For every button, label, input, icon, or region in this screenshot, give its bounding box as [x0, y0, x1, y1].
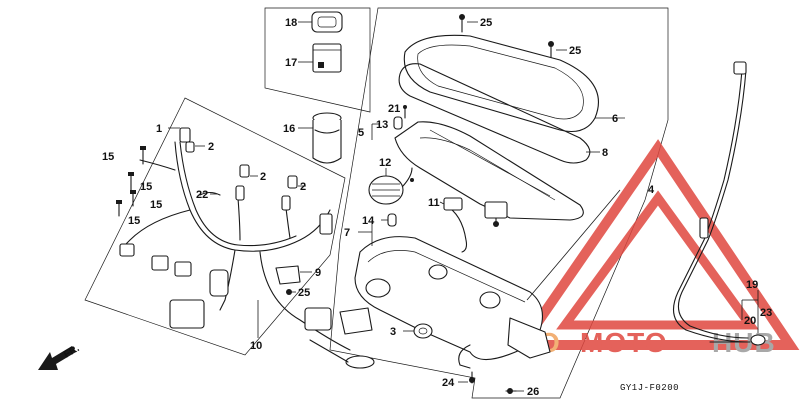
harness-connector-10 — [174, 261, 192, 277]
callout-15d: 15 — [102, 151, 114, 163]
harness-connector-8 — [119, 243, 135, 257]
callout-labels: 18 17 16 25 25 6 8 4 21 13 5 12 11 14 7 … — [102, 17, 772, 398]
callout-25-top: 25 — [480, 17, 492, 29]
part-24-screw — [458, 371, 475, 384]
part-12-sensor — [368, 167, 414, 205]
callout-23: 23 — [760, 307, 772, 319]
callout-9: 9 — [315, 267, 321, 279]
front-direction-indicator: FR. — [38, 343, 82, 370]
part-5-meter-panel — [394, 121, 584, 227]
harness-connector-6 — [281, 195, 291, 211]
part-3-grommet — [403, 323, 433, 339]
callout-2a: 2 — [208, 141, 214, 153]
watermark-text-middle: MOTO — [580, 327, 667, 358]
callout-21: 21 — [388, 103, 400, 115]
callout-12: 12 — [379, 157, 391, 169]
callout-2b: 2 — [260, 171, 266, 183]
part-8-gasket — [398, 63, 600, 164]
part-21-screw — [403, 105, 407, 119]
harness-connector-1 — [179, 127, 191, 143]
callout-11: 11 — [428, 197, 440, 209]
part-11-wire — [439, 197, 468, 253]
callout-16: 16 — [283, 123, 295, 135]
callout-8: 8 — [602, 147, 608, 159]
part-4-meter-case — [354, 189, 621, 369]
part-19-speedometer-cable — [672, 61, 766, 346]
part-15-bolt-2 — [130, 190, 136, 207]
meter-group-box — [329, 7, 669, 399]
relay-group-box — [264, 7, 371, 113]
watermark-triangle — [512, 139, 800, 350]
harness-connector-9 — [151, 255, 169, 271]
part-18-rubber-mount — [298, 11, 343, 33]
part-17-relay — [298, 43, 342, 73]
drawing-code: GY1J-F0200 — [620, 383, 679, 393]
harness-connector-2 — [185, 141, 195, 153]
callout-17: 17 — [285, 57, 297, 69]
part-15-bolt-4 — [140, 146, 146, 165]
callout-19: 19 — [746, 279, 758, 291]
callout-2c: 2 — [300, 181, 306, 193]
callout-18: 18 — [285, 17, 297, 29]
part-25-screw-harness — [286, 289, 296, 295]
callout-25-harness: 25 — [298, 287, 310, 299]
harness-connector-5 — [287, 175, 298, 189]
harness-connector-7 — [319, 213, 333, 235]
callout-24: 24 — [442, 377, 455, 389]
part-14-bulb — [381, 213, 397, 227]
callout-4: 4 — [648, 184, 655, 196]
callout-5: 5 — [358, 127, 364, 139]
part-15-bolt-1 — [128, 172, 134, 191]
part-15-bolt-3 — [116, 200, 122, 217]
callout-20: 20 — [744, 315, 756, 327]
callout-14: 14 — [362, 215, 375, 227]
part-9-clamp — [275, 265, 312, 285]
callout-7: 7 — [344, 227, 350, 239]
callout-15a: 15 — [140, 181, 152, 193]
part-10-wire-harness — [119, 127, 375, 369]
callout-15b: 15 — [150, 199, 162, 211]
callout-15c: 15 — [128, 215, 140, 227]
harness-connector-11 — [209, 269, 229, 297]
harness-connector-12 — [169, 299, 205, 329]
callout-1: 1 — [156, 123, 162, 135]
harness-connector-3 — [239, 164, 250, 178]
part-13-bulb — [393, 116, 403, 130]
part-25-screw-top — [459, 14, 478, 33]
callout-10: 10 — [250, 340, 262, 352]
part-6-meter-lens — [403, 34, 625, 133]
harness-connector-13 — [304, 307, 332, 331]
callout-26: 26 — [527, 386, 539, 398]
callout-6: 6 — [612, 113, 618, 125]
watermark-triangle-inner — [556, 190, 759, 330]
part-16-canister — [298, 112, 342, 164]
harness-connector-14 — [339, 307, 373, 335]
harness-connector-4 — [235, 185, 245, 201]
callout-22: 22 — [196, 189, 208, 201]
callout-25-mid: 25 — [569, 45, 581, 57]
fr-label: FR. — [62, 343, 82, 361]
harness-connector-15 — [345, 355, 375, 369]
callout-13: 13 — [376, 119, 388, 131]
harness-group-box — [84, 97, 346, 356]
part-26-screw — [505, 388, 524, 394]
callout-3: 3 — [390, 326, 396, 338]
